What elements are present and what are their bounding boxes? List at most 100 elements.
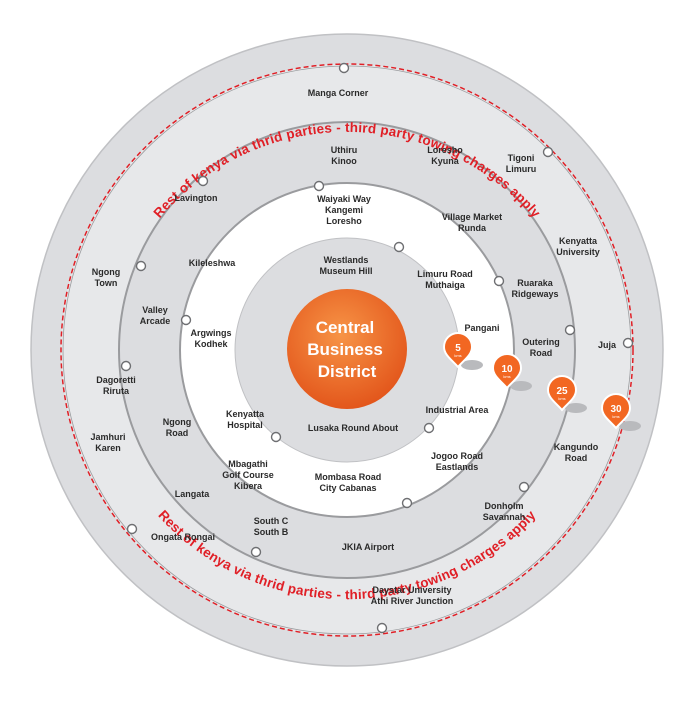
label-industrial-area: Industrial Area: [426, 405, 490, 415]
pin-25-value: 25: [556, 386, 568, 397]
label-juja: Juja: [598, 340, 617, 350]
label-ngong-road-line-1: Ngong: [163, 417, 192, 427]
pin-25-unit: kms: [558, 396, 565, 401]
label-langata-line-1: Langata: [175, 489, 211, 499]
label-loresho-kyuna-line-1: Loresho: [427, 145, 463, 155]
dot-dagoretti: [120, 360, 132, 372]
label-daystar-line-2: Athi River Junction: [371, 596, 454, 606]
label-village-market-line-2: Runda: [458, 223, 487, 233]
label-outering-road-line-1: Outering: [522, 337, 560, 347]
dot-mombasa-road: [401, 497, 413, 509]
dot-outering: [564, 324, 576, 336]
dot-waiyaki-way: [313, 180, 325, 192]
label-manga-corner: Manga Corner: [308, 88, 369, 98]
label-valley-arcade-line-2: Arcade: [140, 316, 171, 326]
label-village-market-line-1: Village Market: [442, 212, 502, 222]
cbd-circle: [287, 289, 407, 409]
pin-10-value: 10: [501, 364, 513, 375]
dot-south-c: [250, 546, 262, 558]
label-mbagathi-line-1: Mbagathi: [228, 459, 268, 469]
pin-5-value: 5: [455, 343, 461, 354]
label-lavington-line-1: Lavington: [175, 193, 218, 203]
label-mbagathi-line-3: Kibera: [234, 481, 263, 491]
label-industrial-area-line-1: Industrial Area: [426, 405, 490, 415]
label-westlands-line-2: Museum Hill: [319, 266, 372, 276]
cbd-label: Central Business District: [307, 318, 387, 381]
label-donholm-line-1: Donholm: [485, 501, 524, 511]
label-ongata-rongai: Ongata Rongai: [151, 532, 215, 542]
label-kenyatta-university-line-1: Kenyatta: [559, 236, 598, 246]
label-ruaraka-line-2: Ridgeways: [511, 289, 558, 299]
dot-ngong-town: [135, 260, 147, 272]
label-uthiru-line-2: Kinoo: [331, 156, 357, 166]
cbd-line-3: District: [318, 362, 377, 381]
distance-pin-25: 25 kms: [546, 375, 587, 413]
label-kangundo-road-line-1: Kangundo: [554, 442, 599, 452]
dot-argwings: [180, 314, 192, 326]
label-south-c-line-1: South C: [254, 516, 289, 526]
label-langata: Langata: [175, 489, 211, 499]
label-mombasa-road-line-1: Mombasa Road: [315, 472, 382, 482]
label-manga-corner-line-1: Manga Corner: [308, 88, 369, 98]
label-juja-line-1: Juja: [598, 340, 617, 350]
label-jkia-airport: JKIA Airport: [342, 542, 394, 552]
distance-pin-10: 10 kms: [491, 353, 532, 391]
label-ngong-town-line-1: Ngong: [92, 267, 121, 277]
label-uthiru-line-1: Uthiru: [331, 145, 358, 155]
label-kileleshwa-line-1: Kileleshwa: [189, 258, 237, 268]
label-lusaka-round-about: Lusaka Round About: [308, 423, 398, 433]
dot-limuru-road: [393, 241, 405, 253]
label-argwings-line-1: Argwings: [190, 328, 231, 338]
dot-industrial-area: [423, 422, 435, 434]
label-jkia-airport-line-1: JKIA Airport: [342, 542, 394, 552]
label-donholm-line-2: Savannah: [483, 512, 526, 522]
cbd-line-2: Business: [307, 340, 383, 359]
dot-kenyatta-hospital: [270, 431, 282, 443]
label-kangundo-road-line-2: Road: [565, 453, 588, 463]
dot-manga-corner: [338, 62, 350, 74]
pin-30-value: 30: [610, 404, 622, 415]
label-dagoretti-line-2: Riruta: [103, 386, 130, 396]
label-valley-arcade-line-1: Valley: [142, 305, 168, 315]
distance-pin-30: 30 kms: [600, 393, 641, 431]
label-ngong-road-line-2: Road: [166, 428, 189, 438]
label-limuru-road-line-2: Muthaiga: [425, 280, 465, 290]
cbd-line-1: Central: [316, 318, 375, 337]
label-lavington: Lavington: [175, 193, 218, 203]
label-jogoo-road-line-1: Jogoo Road: [431, 451, 483, 461]
label-kenyatta-university-line-2: University: [556, 247, 600, 257]
label-westlands-line-1: Westlands: [324, 255, 369, 265]
label-pangani: Pangani: [464, 323, 499, 333]
dot-ruaraka: [493, 275, 505, 287]
pin-10-unit: kms: [503, 374, 510, 379]
label-ngong-town-line-2: Town: [95, 278, 118, 288]
label-jamhuri-line-2: Karen: [95, 443, 121, 453]
label-limuru-road-line-1: Limuru Road: [417, 269, 473, 279]
label-daystar-line-1: Daystar University: [372, 585, 451, 595]
label-loresho-kyuna-line-2: Kyuna: [431, 156, 460, 166]
label-jogoo-road-line-2: Eastlands: [436, 462, 479, 472]
label-south-c-line-2: South B: [254, 527, 289, 537]
label-pangani-line-1: Pangani: [464, 323, 499, 333]
label-waiyaki-way-line-2: Kangemi: [325, 205, 363, 215]
dot-juja: [622, 337, 634, 349]
